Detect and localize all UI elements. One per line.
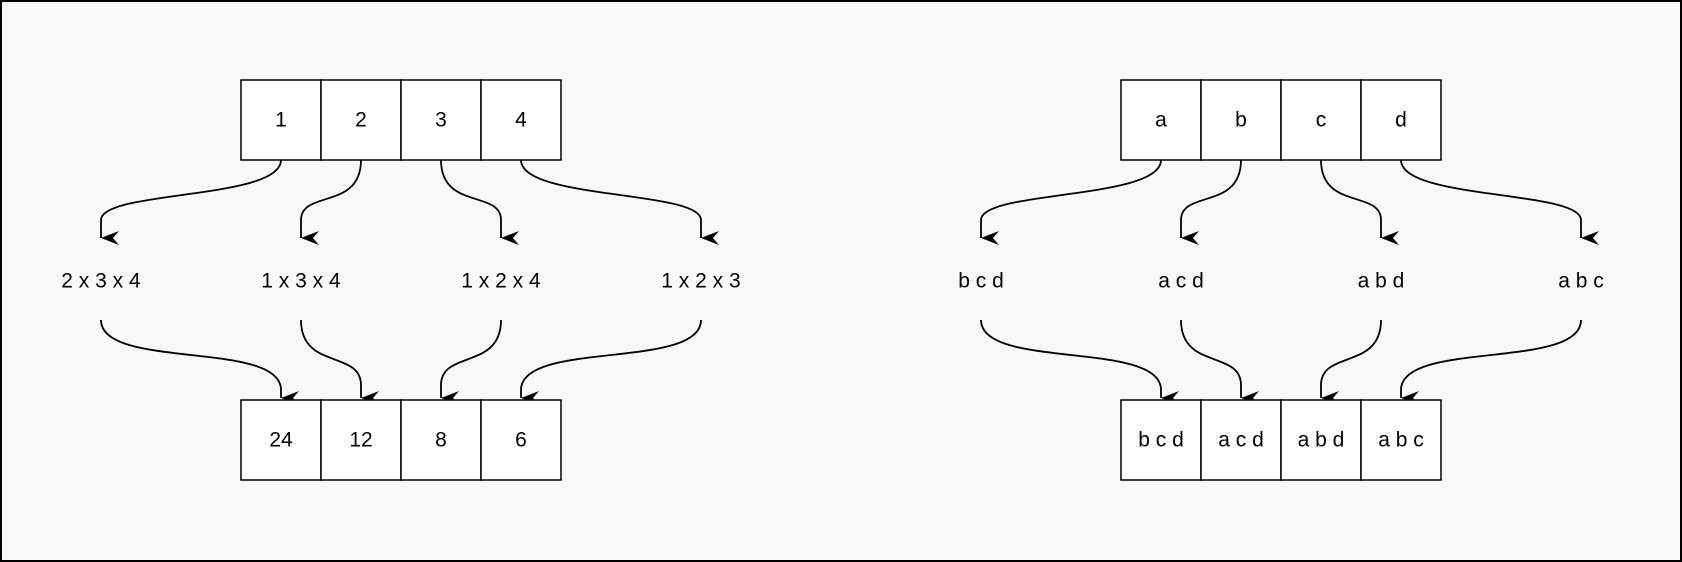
product-label: b c d xyxy=(958,270,1004,293)
product-label: a c d xyxy=(1158,270,1204,293)
output-cell xyxy=(240,399,322,481)
input-cell-label: 4 xyxy=(515,109,527,132)
product-label: 1 x 3 x 4 xyxy=(261,270,341,293)
input-cell-label: 1 xyxy=(275,109,287,132)
output-cell-label: 8 xyxy=(435,429,447,452)
right-input-row: a b c d xyxy=(1120,79,1442,161)
product-label: 1 x 2 x 3 xyxy=(661,270,740,293)
product-label: a b c xyxy=(1558,270,1604,293)
merge-arrow xyxy=(1400,319,1582,405)
input-cell xyxy=(1120,79,1202,161)
left-input-row: 1 2 3 4 xyxy=(240,79,562,161)
split-arrow xyxy=(1180,159,1242,245)
input-cell-label: c xyxy=(1316,109,1327,132)
output-cell xyxy=(400,399,482,481)
right-split-arrows xyxy=(980,159,1599,245)
split-arrow xyxy=(1400,159,1599,245)
output-cell-label: a b d xyxy=(1298,429,1345,452)
split-arrow xyxy=(300,159,362,245)
input-cell-label: 2 xyxy=(355,109,367,132)
merge-arrow xyxy=(1180,319,1259,405)
split-arrow xyxy=(1320,159,1399,245)
output-cell xyxy=(480,399,562,481)
input-cell-label: b xyxy=(1235,109,1247,132)
input-cell xyxy=(240,79,322,161)
right-diagram: a b c d b c d a c d a b d a b c xyxy=(958,79,1604,481)
output-cell-label: 24 xyxy=(269,429,293,452)
input-cell xyxy=(1360,79,1442,161)
output-cell-label: a b c xyxy=(1378,429,1424,452)
right-product-labels: b c d a c d a b d a b c xyxy=(958,270,1604,293)
product-label: 1 x 2 x 4 xyxy=(461,270,541,293)
output-cell-label: 12 xyxy=(349,429,372,452)
merge-arrow xyxy=(440,319,502,405)
split-arrow xyxy=(980,159,1162,245)
output-cell xyxy=(1120,399,1202,481)
input-cell-label: d xyxy=(1395,109,1407,132)
left-merge-arrows xyxy=(100,319,702,405)
output-cell xyxy=(1280,399,1362,481)
input-cell-label: 3 xyxy=(435,109,447,132)
split-arrow xyxy=(520,159,719,245)
merge-arrow xyxy=(980,319,1179,405)
output-cell-label: 6 xyxy=(515,429,527,452)
product-label: 2 x 3 x 4 xyxy=(61,270,141,293)
left-diagram: 1 2 3 4 2 x 3 x 4 1 x 3 x 4 1 x 2 x 4 1 … xyxy=(61,79,741,481)
output-cell-label: b c d xyxy=(1138,429,1184,452)
output-cell-label: a c d xyxy=(1218,429,1264,452)
input-cell xyxy=(320,79,402,161)
input-cell-label: a xyxy=(1155,109,1167,132)
split-arrow xyxy=(440,159,519,245)
right-merge-arrows xyxy=(980,319,1582,405)
merge-arrow xyxy=(300,319,379,405)
left-split-arrows xyxy=(100,159,719,245)
split-arrow xyxy=(100,159,282,245)
left-output-row: 24 12 8 6 xyxy=(240,399,562,481)
merge-arrow xyxy=(520,319,702,405)
left-product-labels: 2 x 3 x 4 1 x 3 x 4 1 x 2 x 4 1 x 2 x 3 xyxy=(61,270,740,293)
merge-arrow xyxy=(1320,319,1382,405)
output-cell xyxy=(1360,399,1442,481)
merge-arrow xyxy=(100,319,299,405)
product-label: a b d xyxy=(1358,270,1405,293)
right-output-row: b c d a c d a b d a b c xyxy=(1120,399,1442,481)
